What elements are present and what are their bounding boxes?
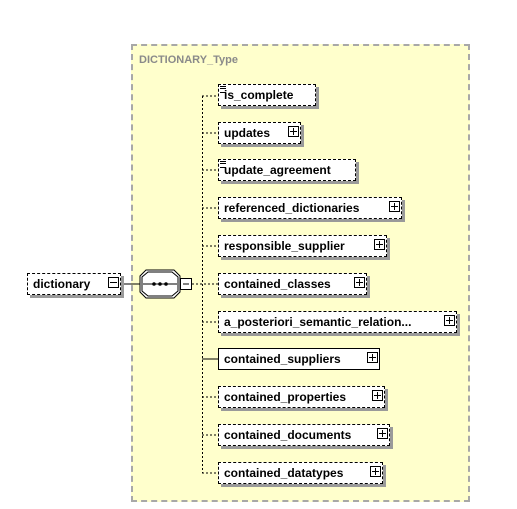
element-contained-datatypes[interactable]: contained_datatypes [218, 462, 383, 484]
element-contained-suppliers[interactable]: contained_suppliers [218, 348, 380, 370]
element-is-complete[interactable]: is_complete [218, 84, 316, 106]
element-update-agreement[interactable]: update_agreement [218, 159, 356, 181]
element-label: contained_properties [224, 390, 347, 404]
element-label: contained_documents [224, 428, 352, 442]
element-label: a_posteriori_semantic_relation... [224, 315, 412, 329]
expand-plus-icon[interactable] [372, 390, 383, 401]
root-element-label: dictionary [33, 277, 91, 291]
expand-plus-icon[interactable] [288, 126, 299, 137]
element-contained-documents[interactable]: contained_documents [218, 424, 390, 446]
simple-type-icon [220, 161, 226, 168]
element-label: contained_suppliers [224, 352, 341, 366]
element-contained-properties[interactable]: contained_properties [218, 386, 385, 408]
expand-plus-icon[interactable] [374, 239, 385, 250]
element-label: responsible_supplier [224, 239, 345, 253]
expand-plus-icon[interactable] [370, 466, 381, 477]
expand-plus-icon[interactable] [389, 201, 400, 212]
expand-plus-icon[interactable] [367, 352, 378, 363]
expand-plus-icon[interactable] [444, 315, 455, 326]
simple-type-icon [220, 86, 226, 93]
element-label: contained_datatypes [224, 466, 344, 480]
expand-plus-icon[interactable] [377, 428, 388, 439]
root-collapse-toggle[interactable] [108, 277, 119, 288]
element-contained-classes[interactable]: contained_classes [218, 273, 367, 295]
sequence-collapse-toggle[interactable] [180, 278, 192, 290]
element-a-posteriori-semantic-relations[interactable]: a_posteriori_semantic_relation... [218, 311, 457, 333]
type-name-label: DICTIONARY_Type [139, 54, 239, 66]
expand-plus-icon[interactable] [354, 277, 365, 288]
element-referenced-dictionaries[interactable]: referenced_dictionaries [218, 197, 402, 219]
element-label: updates [224, 126, 271, 140]
element-responsible-supplier[interactable]: responsible_supplier [218, 235, 387, 257]
element-label: is_complete [224, 88, 294, 102]
root-element-dictionary[interactable]: dictionary [27, 273, 121, 295]
element-updates[interactable]: updates [218, 122, 301, 144]
element-label: referenced_dictionaries [224, 201, 360, 215]
element-label: update_agreement [224, 163, 331, 177]
element-label: contained_classes [224, 277, 331, 291]
sequence-compositor-icon[interactable] [139, 269, 181, 299]
